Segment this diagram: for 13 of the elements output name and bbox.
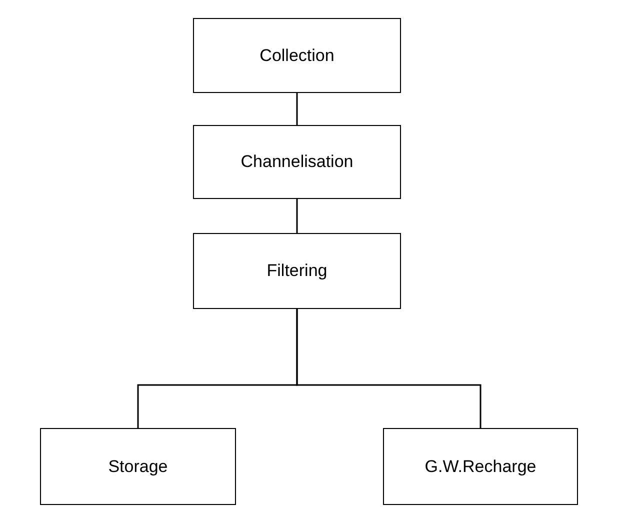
connector-line <box>296 199 298 233</box>
process-box <box>193 18 401 93</box>
box-label: Filtering <box>266 260 328 282</box>
box-label: Channelisation <box>240 151 354 174</box>
box-label: Storage <box>108 456 168 478</box>
process-box <box>40 428 236 505</box>
connector-line <box>296 93 298 125</box>
box-label: G.W.Recharge <box>424 456 536 478</box>
process-box <box>383 428 578 505</box>
process-box <box>193 233 401 309</box>
connector-line <box>296 309 482 428</box>
box-label: Collection <box>260 44 334 67</box>
process-box <box>193 125 401 199</box>
